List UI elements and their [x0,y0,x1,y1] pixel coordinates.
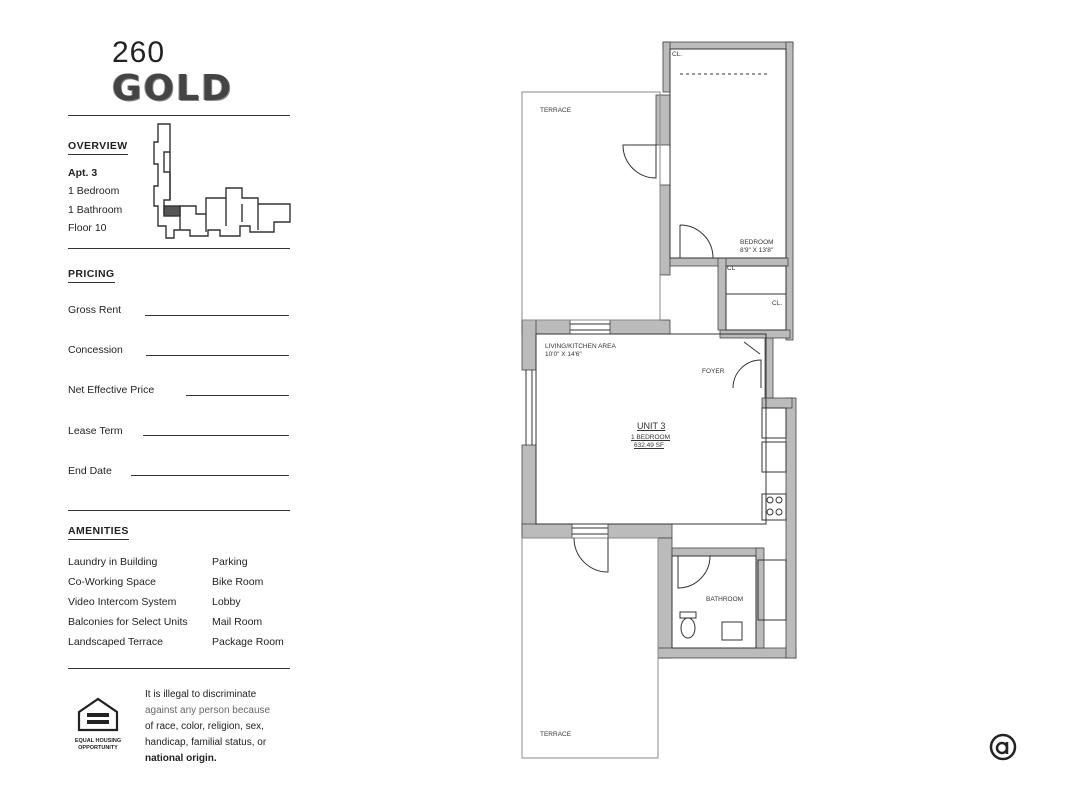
unit-bedrooms: 1 BEDROOM [631,434,671,441]
gross-rent-field[interactable] [145,315,289,316]
unit-label: UNIT 3 [637,421,666,431]
terrace-label: TERRACE [540,731,572,738]
amenity-item: Landscaped Terrace [68,636,163,648]
concession-label: Concession [68,344,123,356]
end-date-field[interactable] [131,475,289,476]
closet-label: CL. [672,51,683,58]
unit-square-feet: 632.49 SF [634,442,664,449]
bedroom-count: 1 Bedroom [68,185,120,197]
divider [68,668,290,669]
concession-field[interactable] [146,355,289,356]
floor-plan [521,41,797,759]
amenity-item: Package Room [212,636,284,648]
floor-label: Floor 10 [68,222,107,234]
amenity-item: Balconies for Select Units [68,616,188,628]
disclaimer-line: national origin. [145,753,217,764]
disclaimer-line: It is illegal to discriminate [145,689,257,700]
equal-housing-icon [77,697,119,732]
end-date-label: End Date [68,465,112,477]
brand-corner-icon [989,733,1017,761]
living-dims: 10'0" X 14'6" [545,351,582,358]
net-effective-field[interactable] [186,395,289,396]
amenity-item: Video Intercom System [68,596,177,608]
amenity-item: Co-Working Space [68,576,156,588]
amenities-heading: AMENITIES [68,525,129,540]
overview-heading: OVERVIEW [68,140,128,155]
equal-housing-logo-text: EQUAL HOUSING OPPORTUNITY [74,738,122,752]
amenity-item: Bike Room [212,576,264,588]
pricing-heading: PRICING [68,268,115,283]
bedroom-label: BEDROOM [740,239,774,246]
lease-term-field[interactable] [143,435,289,436]
amenity-item: Mail Room [212,616,263,628]
divider [68,510,290,511]
terrace-label: TERRACE [540,107,572,114]
bathroom-label: BATHROOM [706,596,744,603]
bedroom-dims: 8'9" X 13'8" [740,247,774,254]
apt-label: Apt. 3 [68,167,98,179]
disclaimer-line: of race, color, religion, sex, [145,721,264,732]
lease-term-label: Lease Term [68,425,123,437]
divider [68,248,290,249]
gross-rent-label: Gross Rent [68,304,122,316]
amenity-item: Lobby [212,596,241,608]
key-plan [153,123,291,239]
divider [68,115,290,116]
bathroom-count: 1 Bathroom [68,204,123,216]
brand-number: 260 [112,36,166,69]
amenity-item: Laundry in Building [68,556,158,568]
net-effective-label: Net Effective Price [68,384,155,396]
living-label: LIVING/KITCHEN AREA [545,343,616,350]
foyer-label: FOYER [702,368,725,375]
brand-logo: GOLD [112,68,233,109]
disclaimer-line: handicap, familial status, or [145,737,267,748]
closet-label: CL. [772,300,783,307]
closet-label: CL [727,265,736,272]
amenity-item: Parking [212,556,248,568]
disclaimer-line: against any person because [145,705,271,716]
